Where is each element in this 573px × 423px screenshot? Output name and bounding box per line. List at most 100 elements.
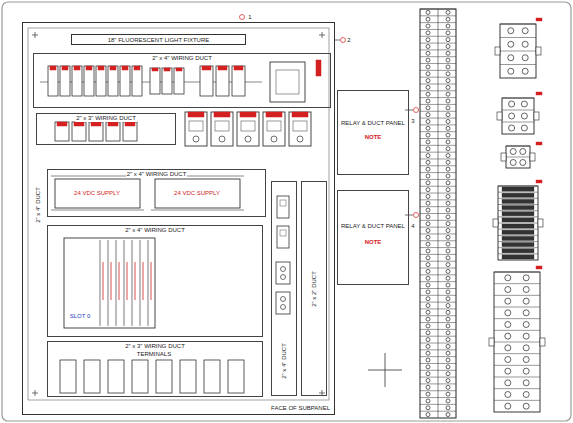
terminal-housing <box>228 360 244 393</box>
detail-divider <box>494 307 540 308</box>
warning-tag <box>316 60 321 76</box>
detail-screw <box>509 125 515 131</box>
terminal-screw <box>446 338 450 342</box>
plc-card <box>100 240 101 326</box>
fuse-block <box>174 68 184 94</box>
duplex-outlet <box>276 292 290 314</box>
terminal-detail <box>506 146 530 168</box>
contactor-tag <box>266 112 282 117</box>
terminal-screw <box>446 92 450 96</box>
mount-hole-mark <box>322 32 323 38</box>
terminal-screw <box>446 351 450 355</box>
terminal-screw <box>426 379 430 383</box>
detail-fill <box>502 230 534 234</box>
node-note: NOTE <box>340 239 406 246</box>
contactor-coil <box>297 136 303 142</box>
terminal-screw <box>426 235 430 239</box>
detail-tab <box>493 219 498 227</box>
detail-divider <box>494 365 540 366</box>
terminal-screw <box>446 160 450 164</box>
contactor-face <box>241 121 255 131</box>
control-device <box>55 122 69 141</box>
terminal-screw <box>446 106 450 110</box>
terminal-detail <box>494 272 540 412</box>
contactor-face <box>189 121 203 131</box>
switch-face <box>280 200 286 206</box>
detail-screw <box>523 392 529 398</box>
relay-panel-box: RELAY & DUCT PANELNOTE <box>337 190 409 285</box>
terminal-screw <box>446 201 450 205</box>
detail-divider <box>506 157 530 158</box>
terminal-screw <box>446 242 450 246</box>
contactor-tag <box>188 112 204 117</box>
detail-divider <box>498 216 538 217</box>
detail-screw <box>508 28 514 34</box>
leader-line <box>335 40 340 41</box>
device-tag <box>91 122 101 126</box>
plc-card-marking <box>135 262 136 300</box>
detail-fill <box>502 249 534 253</box>
detail-tag <box>536 18 542 21</box>
terminal-screw <box>426 79 430 83</box>
detail-divider <box>498 210 538 211</box>
vertical-duct: 2" x 2" DUCT <box>301 181 327 396</box>
crosshair <box>385 353 386 387</box>
terminal-screw <box>426 201 430 205</box>
detail-divider <box>494 272 540 273</box>
detail-screw <box>505 333 511 339</box>
control-device <box>72 122 86 141</box>
terminal-screw <box>426 372 430 376</box>
terminal-screw <box>446 297 450 301</box>
terminal-screw <box>426 351 430 355</box>
detail-screw <box>508 55 514 61</box>
terminal-screw <box>426 167 430 171</box>
detail-screw <box>523 298 529 304</box>
terminal-screw <box>446 304 450 308</box>
detail-divider <box>502 110 534 111</box>
fuse-tag <box>152 68 158 71</box>
circuit-breaker <box>108 66 118 96</box>
detail-screw <box>505 310 511 316</box>
wiring-duct-zone: 2" x 4" WIRING DUCT <box>33 53 331 108</box>
node-heading: RELAY & DUCT PANEL <box>340 119 406 126</box>
vertical-duct: 2" x 4" DUCT <box>271 181 297 396</box>
contactor <box>289 112 311 146</box>
detail-screw <box>523 403 529 409</box>
outlet-socket <box>281 305 286 310</box>
contactor-tag <box>240 112 256 117</box>
terminal-screw <box>446 113 450 117</box>
circuit-breaker <box>96 66 106 96</box>
terminal-screw <box>446 385 450 389</box>
detail-tab <box>536 47 541 55</box>
detail-screw <box>523 357 529 363</box>
terminal-screw <box>426 188 430 192</box>
detail-screw <box>521 101 527 107</box>
detail-tab <box>540 338 545 346</box>
terminal-block <box>216 66 229 96</box>
terminal-screw <box>426 290 430 294</box>
terminal-screw <box>426 331 430 335</box>
detail-tab <box>538 219 543 227</box>
contactor-coil <box>219 136 225 142</box>
node-heading: 2" x 3" WIRING DUCT <box>75 115 137 122</box>
terminal-screw <box>446 222 450 226</box>
terminal-screw <box>446 58 450 62</box>
terminal-housing <box>108 360 124 393</box>
terminal-screw <box>446 17 450 21</box>
node-heading: 2" x 4" WIRING DUCT <box>126 171 188 178</box>
terminal-screw <box>446 235 450 239</box>
terminal-housing <box>84 360 100 393</box>
terminal-screw <box>446 85 450 89</box>
terminal-screw <box>446 331 450 335</box>
node-note: NOTE <box>340 133 406 140</box>
node-heading: FACE OF SUBPANEL <box>270 405 331 412</box>
control-device <box>89 122 103 141</box>
terminal-screw <box>426 126 430 130</box>
detail-screw <box>523 368 529 374</box>
terminal-screw <box>426 344 430 348</box>
detail-screw <box>523 380 529 386</box>
detail-tab <box>495 47 500 55</box>
terminal-detail <box>500 24 536 78</box>
